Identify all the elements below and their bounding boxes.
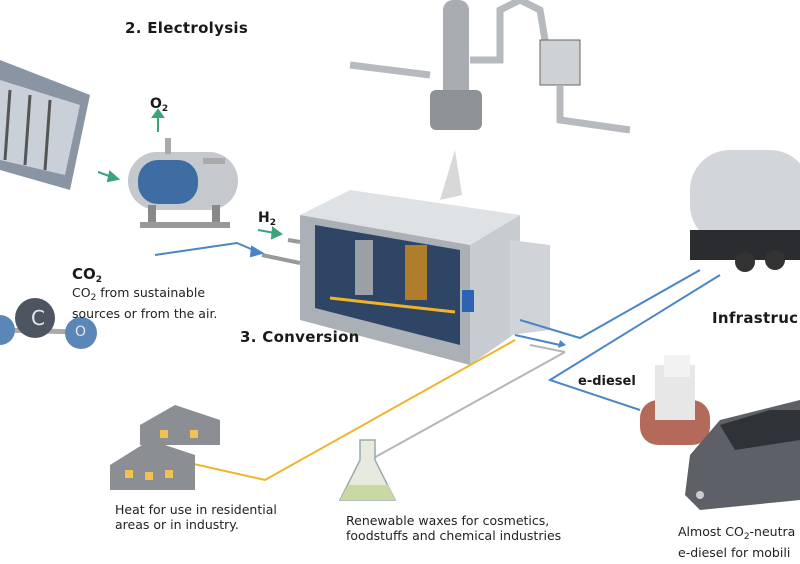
o2-main: O	[150, 96, 162, 112]
mobility-caption: Almost CO2-neutra e-diesel for mobili	[678, 524, 795, 560]
heat-line1: Heat for use in residential	[115, 502, 277, 517]
mobility-line2: e-diesel for mobili	[678, 545, 791, 560]
h2-sub: 2	[269, 218, 276, 228]
step-electrolysis-title: 2. Electrolysis	[125, 19, 249, 37]
heat-line2: areas or in industry.	[115, 517, 239, 532]
mobility-line1: Almost CO2-neutra	[678, 524, 795, 545]
mobility-sub: 2	[743, 532, 750, 542]
e-diesel-label: e-diesel	[578, 374, 636, 389]
reactor-column-icon	[349, 0, 631, 200]
waxes-caption: Renewable waxes for cosmetics, foodstuff…	[346, 513, 561, 543]
houses-icon	[110, 405, 220, 490]
co2-flow-line	[154, 241, 265, 258]
waxes-line2: foodstuffs and chemical industries	[346, 528, 562, 543]
o2-label: O2	[150, 96, 168, 114]
green-arrows	[97, 108, 283, 240]
solar-panel-icon	[0, 60, 90, 190]
co2-description: CO2 from sustainable sources or from the…	[72, 285, 217, 321]
waxes-line1: Renewable waxes for cosmetics,	[346, 513, 550, 528]
co2-desc-prefix: CO	[72, 285, 91, 300]
mobility-rest: -neutra	[749, 524, 796, 539]
infrastructure-title: Infrastruc	[712, 309, 799, 327]
output-flow-lines	[184, 269, 721, 482]
conversion-container-icon	[300, 190, 550, 365]
co2-desc-line2: sources or from the air.	[72, 306, 218, 321]
h2-main: H	[258, 210, 270, 226]
co2-title: CO2	[72, 265, 102, 285]
oxygen-atom-label: O	[75, 324, 87, 340]
mobility-prefix: Almost CO	[678, 524, 744, 539]
co2-molecule-icon	[0, 298, 97, 349]
co2-title-main: CO	[72, 265, 96, 283]
flask-icon	[338, 439, 397, 501]
car-icon	[685, 400, 800, 510]
co2-title-sub: 2	[95, 275, 103, 285]
co2-desc-sub: 2	[90, 293, 97, 303]
carbon-atom-label: C	[31, 306, 45, 330]
step-conversion-title: 3. Conversion	[240, 328, 360, 346]
electrolyser-tank-icon	[128, 138, 238, 228]
co2-desc-line1: CO2 from sustainable	[72, 285, 217, 306]
o2-sub: 2	[161, 104, 169, 114]
fuel-pump-icon	[640, 355, 710, 445]
co2-desc-rest: from sustainable	[96, 285, 206, 300]
h2-label: H2	[258, 210, 276, 228]
heat-caption: Heat for use in residential areas or in …	[115, 502, 277, 532]
tanker-truck-icon	[690, 150, 800, 272]
